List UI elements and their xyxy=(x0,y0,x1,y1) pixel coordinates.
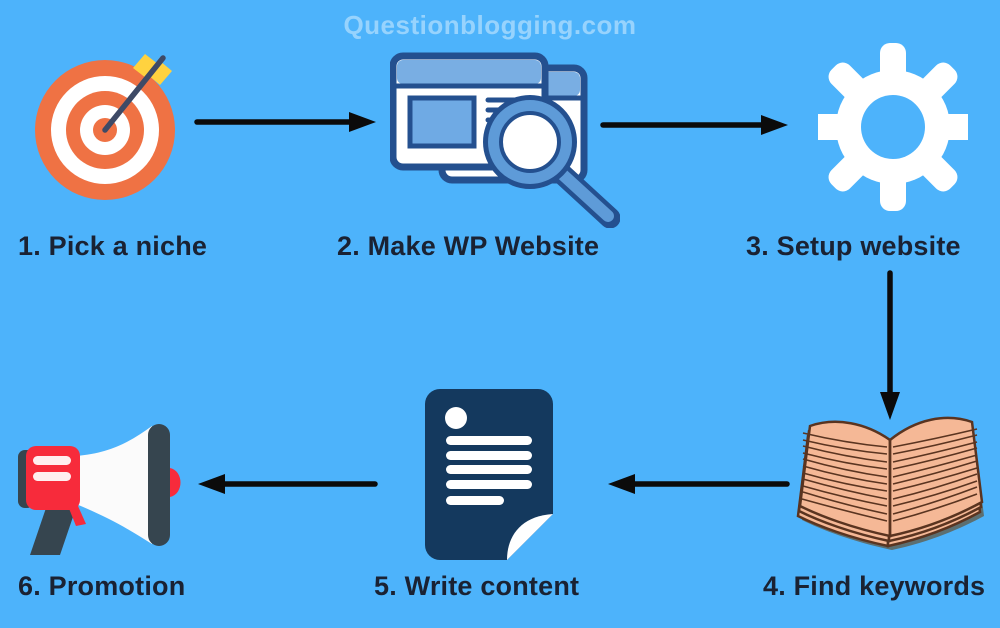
document-icon xyxy=(425,389,553,560)
step-label-6: 6. Promotion xyxy=(18,571,186,601)
step-label-4: 4. Find keywords xyxy=(763,571,986,601)
arrow-step2-to-step3 xyxy=(600,115,788,135)
target-icon xyxy=(35,54,175,200)
step-label-5: 5. Write content xyxy=(374,571,580,601)
arrow-step4-to-step5 xyxy=(608,474,790,494)
arrow-step1-to-step2 xyxy=(194,112,376,132)
open-book-icon xyxy=(796,416,984,550)
step-label-1: 1. Pick a niche xyxy=(18,231,208,261)
megaphone-icon xyxy=(18,424,181,555)
step-label-3: 3. Setup website xyxy=(746,231,961,261)
arrow-step3-to-step4 xyxy=(880,270,900,420)
watermark-text: Questionblogging.com xyxy=(343,10,637,40)
gear-icon xyxy=(818,43,968,211)
browser-search-icon xyxy=(390,52,620,228)
step-label-2: 2. Make WP Website xyxy=(337,231,600,261)
arrow-step5-to-step6 xyxy=(198,474,378,494)
